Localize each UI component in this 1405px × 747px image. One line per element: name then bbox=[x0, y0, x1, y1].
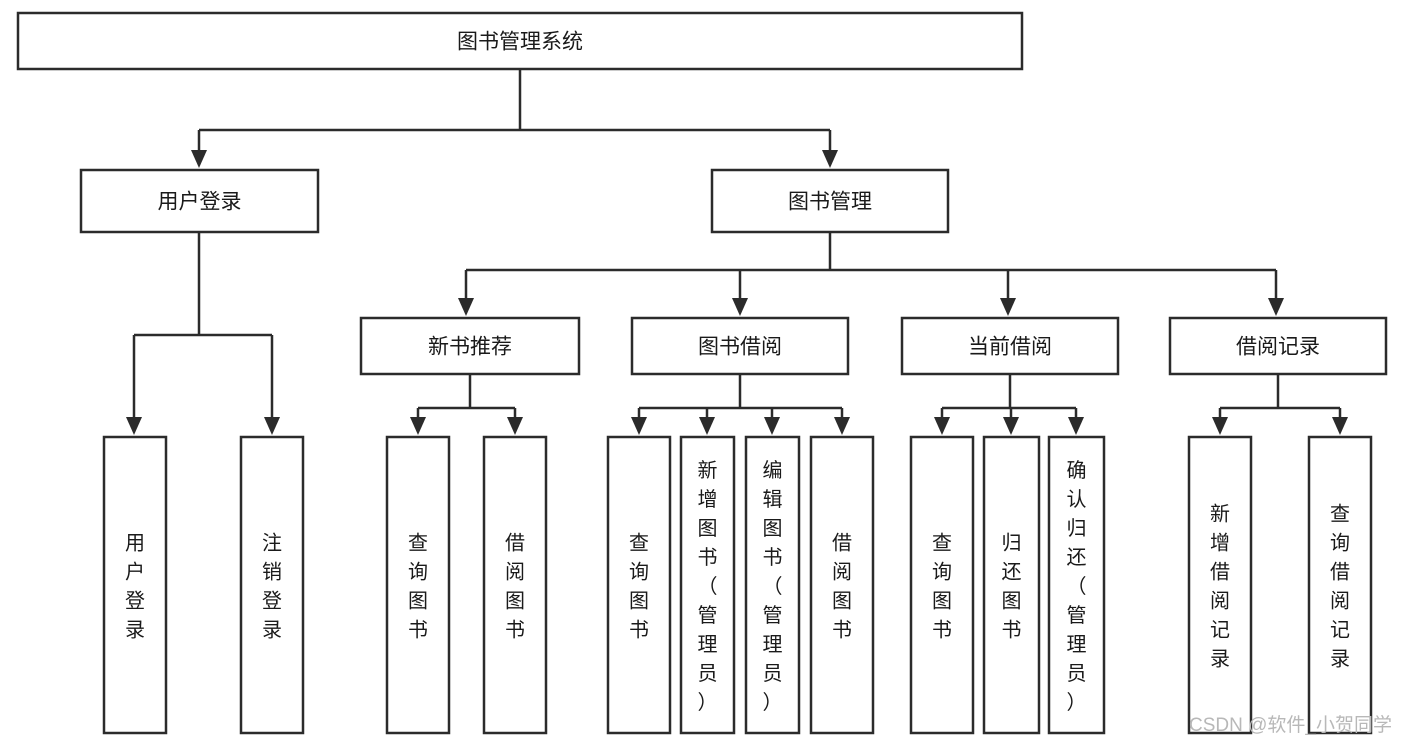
node-box-borrow-record[interactable] bbox=[1168, 316, 1388, 376]
node-box-root[interactable] bbox=[16, 11, 1024, 71]
node-box-new-book-recommend[interactable] bbox=[359, 316, 581, 376]
node-user-login[interactable]: 用户登录 bbox=[79, 168, 320, 234]
node-box-leaf-query-book-current[interactable] bbox=[909, 435, 975, 735]
node-book-borrow[interactable]: 图书借阅 bbox=[630, 316, 850, 376]
node-leaf-edit-book[interactable]: 编辑图书（管理员） bbox=[744, 435, 801, 735]
node-leaf-borrow-book-recommend[interactable]: 借阅图书 bbox=[482, 435, 548, 735]
node-leaf-confirm-return[interactable]: 确认归还（管理员） bbox=[1047, 435, 1106, 735]
arrow-head-icon bbox=[410, 417, 426, 435]
node-new-book-recommend[interactable]: 新书推荐 bbox=[359, 316, 581, 376]
node-label-leaf-add-book: 新增图书（管理员） bbox=[698, 459, 718, 714]
node-label-new-book-recommend: 新书推荐 bbox=[428, 336, 512, 359]
node-label-leaf-query-borrow-record: 查询借阅记录 bbox=[1330, 503, 1350, 671]
node-root[interactable]: 图书管理系统 bbox=[16, 11, 1024, 71]
arrow-head-icon bbox=[834, 417, 850, 435]
node-box-leaf-logout[interactable] bbox=[239, 435, 305, 735]
arrow-head-icon bbox=[1268, 298, 1284, 316]
arrow-head-icon bbox=[764, 417, 780, 435]
node-box-leaf-borrow-book[interactable] bbox=[809, 435, 875, 735]
arrow-head-icon bbox=[631, 417, 647, 435]
node-box-book-manage[interactable] bbox=[710, 168, 950, 234]
arrow-head-icon bbox=[126, 417, 142, 435]
arrow-head-icon bbox=[1000, 298, 1016, 316]
arrow-head-icon bbox=[1332, 417, 1348, 435]
node-leaf-borrow-book[interactable]: 借阅图书 bbox=[809, 435, 875, 735]
node-layer: 图书管理系统用户登录图书管理新书推荐图书借阅当前借阅借阅记录用户登录注销登录查询… bbox=[16, 11, 1388, 735]
node-box-leaf-add-borrow-record[interactable] bbox=[1187, 435, 1253, 735]
node-borrow-record[interactable]: 借阅记录 bbox=[1168, 316, 1388, 376]
node-label-leaf-add-borrow-record: 新增借阅记录 bbox=[1210, 503, 1230, 671]
node-label-leaf-borrow-book-recommend: 借阅图书 bbox=[505, 532, 525, 642]
arrow-head-icon bbox=[507, 417, 523, 435]
arrow-head-icon bbox=[191, 150, 207, 168]
node-label-leaf-borrow-book: 借阅图书 bbox=[832, 532, 852, 642]
node-box-leaf-add-book[interactable] bbox=[679, 435, 736, 735]
arrow-head-icon bbox=[822, 150, 838, 168]
arrow-head-icon bbox=[264, 417, 280, 435]
arrow-head-icon bbox=[699, 417, 715, 435]
node-leaf-query-borrow-record[interactable]: 查询借阅记录 bbox=[1307, 435, 1373, 735]
arrow-head-icon bbox=[732, 298, 748, 316]
node-label-current-borrow: 当前借阅 bbox=[968, 336, 1052, 359]
node-box-leaf-query-book-borrow[interactable] bbox=[606, 435, 672, 735]
node-box-leaf-borrow-book-recommend[interactable] bbox=[482, 435, 548, 735]
node-leaf-query-book-current[interactable]: 查询图书 bbox=[909, 435, 975, 735]
node-book-manage[interactable]: 图书管理 bbox=[710, 168, 950, 234]
arrow-head-icon bbox=[1212, 417, 1228, 435]
node-box-leaf-confirm-return[interactable] bbox=[1047, 435, 1106, 735]
connector-layer bbox=[126, 69, 1348, 435]
node-leaf-logout[interactable]: 注销登录 bbox=[239, 435, 305, 735]
node-box-leaf-return-book[interactable] bbox=[982, 435, 1041, 735]
node-label-borrow-record: 借阅记录 bbox=[1236, 336, 1320, 359]
node-leaf-return-book[interactable]: 归还图书 bbox=[982, 435, 1041, 735]
node-label-leaf-return-book: 归还图书 bbox=[1002, 532, 1022, 642]
node-label-leaf-query-book-recommend: 查询图书 bbox=[408, 532, 428, 642]
node-label-leaf-confirm-return: 确认归还（管理员） bbox=[1067, 459, 1087, 714]
node-box-current-borrow[interactable] bbox=[900, 316, 1120, 376]
node-current-borrow[interactable]: 当前借阅 bbox=[900, 316, 1120, 376]
node-label-leaf-edit-book: 编辑图书（管理员） bbox=[763, 459, 783, 714]
node-label-user-login: 用户登录 bbox=[158, 191, 242, 214]
node-label-root: 图书管理系统 bbox=[457, 31, 583, 54]
node-box-leaf-user-login[interactable] bbox=[102, 435, 168, 735]
node-box-book-borrow[interactable] bbox=[630, 316, 850, 376]
node-leaf-query-book-recommend[interactable]: 查询图书 bbox=[385, 435, 451, 735]
node-label-leaf-query-book-borrow: 查询图书 bbox=[629, 532, 649, 642]
node-label-leaf-logout: 注销登录 bbox=[262, 532, 282, 642]
node-box-leaf-query-book-recommend[interactable] bbox=[385, 435, 451, 735]
node-leaf-user-login[interactable]: 用户登录 bbox=[102, 435, 168, 735]
node-leaf-add-borrow-record[interactable]: 新增借阅记录 bbox=[1187, 435, 1253, 735]
node-label-book-borrow: 图书借阅 bbox=[698, 336, 782, 359]
node-leaf-query-book-borrow[interactable]: 查询图书 bbox=[606, 435, 672, 735]
node-label-leaf-query-book-current: 查询图书 bbox=[932, 532, 952, 642]
arrow-head-icon bbox=[1068, 417, 1084, 435]
arrow-head-icon bbox=[934, 417, 950, 435]
node-label-leaf-user-login: 用户登录 bbox=[125, 533, 145, 642]
node-label-book-manage: 图书管理 bbox=[788, 191, 872, 214]
node-box-leaf-query-borrow-record[interactable] bbox=[1307, 435, 1373, 735]
arrow-head-icon bbox=[458, 298, 474, 316]
node-leaf-add-book[interactable]: 新增图书（管理员） bbox=[679, 435, 736, 735]
csdn-watermark: CSDN @软件_小贺同学 bbox=[1189, 714, 1392, 736]
arrow-head-icon bbox=[1003, 417, 1019, 435]
node-box-leaf-edit-book[interactable] bbox=[744, 435, 801, 735]
node-box-user-login[interactable] bbox=[79, 168, 320, 234]
